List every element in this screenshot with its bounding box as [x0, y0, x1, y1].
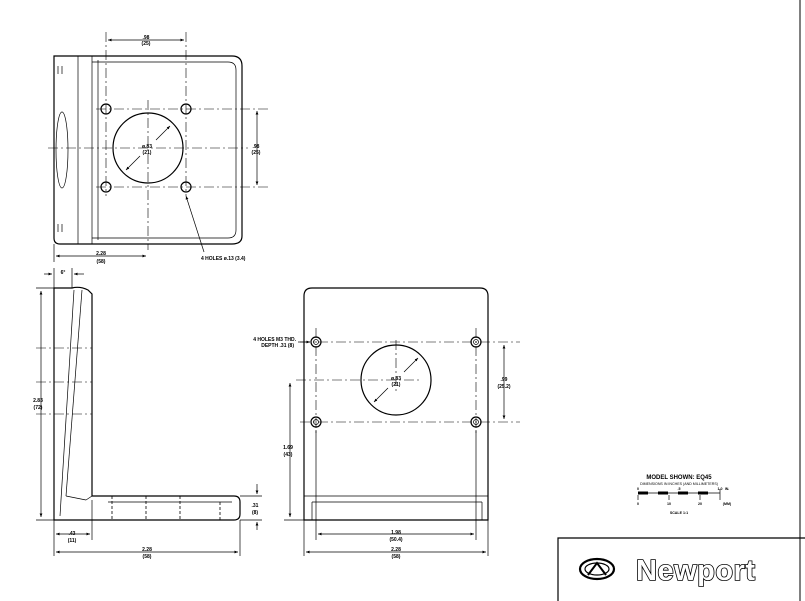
front-dim-left-mm: (43)	[284, 452, 293, 458]
top-bore-dim-mm: (21)	[143, 150, 152, 156]
scale-label: SCALE 1:1	[670, 511, 688, 515]
front-holes-note-2: DEPTH .31 (8)	[261, 343, 294, 349]
side-height: 2.83	[33, 398, 43, 404]
front-dim-right: .99	[501, 377, 508, 383]
front-holes-note-1: 4 HOLES M3 THD.	[253, 337, 296, 343]
scale-mm-10: 10	[667, 502, 671, 506]
brand-name: Newport	[636, 555, 756, 587]
top-view	[48, 32, 268, 262]
top-dim-98-mm: (25)	[142, 41, 151, 47]
side-thickness: .43	[69, 531, 76, 537]
front-bore-dim-mm: (21)	[392, 382, 401, 388]
top-dim-bottom-mm: (58)	[97, 259, 106, 265]
front-dim-outer-mm: (58)	[392, 554, 401, 560]
side-width: 2.28	[142, 547, 152, 553]
side-view	[36, 268, 262, 556]
top-dim-right-mm: (25)	[252, 150, 261, 156]
side-angle: 6°	[61, 270, 66, 276]
front-dim-outer: 2.28	[391, 547, 401, 553]
top-dim-right: .98	[253, 144, 260, 150]
scale-mm-0: 0	[637, 502, 639, 506]
top-dim-bottom: 2.28	[96, 251, 106, 257]
side-base: .31	[252, 503, 259, 509]
side-base-mm: (8)	[252, 510, 258, 516]
front-view	[284, 287, 520, 556]
top-holes-note: 4 HOLES ø.13 (3.4)	[201, 256, 246, 262]
front-dim-inner: 1.98	[391, 530, 401, 536]
legend-model: MODEL SHOWN: EQ45	[646, 475, 712, 481]
title-block-border	[557, 537, 805, 601]
top-dim-98: .98	[143, 35, 150, 41]
side-width-mm: (58)	[143, 554, 152, 560]
scale-mm-20: 20	[698, 502, 702, 506]
front-dim-inner-mm: (50.4)	[389, 537, 402, 543]
scale-in-5: .5	[678, 487, 681, 491]
side-thickness-mm: (11)	[68, 538, 77, 544]
scale-in-unit: IN.	[725, 487, 730, 491]
top-bore-dim: ø.83	[142, 144, 152, 150]
scale-mm-unit: (MM)	[723, 502, 732, 506]
scale-in-0: 0	[637, 487, 639, 491]
scale-in-10: 1.0	[718, 487, 723, 491]
scale-bar	[637, 489, 721, 500]
newport-logo-icon	[578, 557, 616, 581]
side-height-mm: (72)	[34, 405, 43, 411]
front-dim-right-mm: (25.2)	[497, 384, 510, 390]
front-dim-left: 1.69	[283, 445, 293, 451]
front-bore-dim: ø.83	[391, 376, 401, 382]
legend-units: DIMENSIONS IN INCHES (AND MILLIMETERS)	[640, 482, 718, 486]
